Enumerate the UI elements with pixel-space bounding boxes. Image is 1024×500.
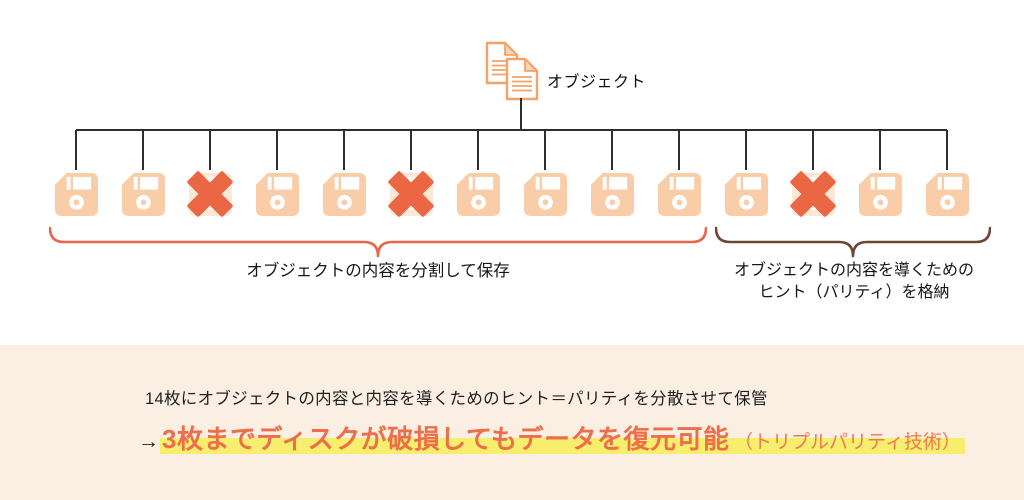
floppy-disk-icon: [657, 172, 702, 217]
left-group-brace: [49, 226, 707, 258]
red-x-icon: [187, 171, 233, 217]
floppy-disk-icon: [322, 172, 367, 217]
disk: [255, 172, 300, 217]
left-group-label: オブジェクトの内容を分割して保存: [246, 262, 510, 280]
highlight-note-text: （トリプルパリティ技術）: [734, 432, 961, 453]
disk: [724, 172, 769, 217]
arrow-icon: →: [138, 430, 159, 453]
floppy-disk-icon: [121, 172, 166, 217]
disk: [858, 172, 903, 217]
right-group-brace: [715, 226, 991, 258]
summary-panel: 14枚にオブジェクトの内容と内容を導くためのヒント＝パリティを分散させて保管 →…: [0, 345, 1024, 500]
broken-disk: [790, 171, 836, 217]
broken-disk: [187, 171, 233, 217]
disk: [657, 172, 702, 217]
floppy-disk-icon: [54, 172, 99, 217]
right-group-label-line2: ヒント（パリティ）を格納: [758, 284, 950, 301]
summary-line2: → 3枚までディスクが破損してもデータを復元可能 （トリプルパリティ技術）: [138, 419, 965, 456]
disk: [54, 172, 99, 217]
red-x-icon: [388, 171, 434, 217]
object-documents-icon: [484, 40, 542, 102]
floppy-disk-icon: [456, 172, 501, 217]
disk: [322, 172, 367, 217]
highlighted-statement: 3枚までディスクが破損してもデータを復元可能 （トリプルパリティ技術）: [160, 419, 965, 456]
highlight-main-text: 3枚までディスクが破損してもデータを復元可能: [162, 424, 730, 454]
disk: [925, 172, 970, 217]
broken-disk: [388, 171, 434, 217]
highlight-bar: [160, 438, 965, 454]
floppy-disk-icon: [858, 172, 903, 217]
red-x-icon: [790, 171, 836, 217]
disk: [590, 172, 635, 217]
floppy-disk-icon: [925, 172, 970, 217]
documents-icon: [485, 41, 539, 101]
disk: [121, 172, 166, 217]
floppy-disk-icon: [590, 172, 635, 217]
right-group-label: オブジェクトの内容を導くための ヒント（パリティ）を格納: [713, 260, 995, 304]
floppy-disk-icon: [724, 172, 769, 217]
right-group-label-line1: オブジェクトの内容を導くための: [733, 262, 974, 279]
floppy-disk-icon: [255, 172, 300, 217]
disk: [523, 172, 568, 217]
floppy-disk-icon: [523, 172, 568, 217]
summary-line1: 14枚にオブジェクトの内容と内容を導くためのヒント＝パリティを分散させて保管: [145, 390, 768, 408]
disk: [456, 172, 501, 217]
object-label: オブジェクト: [547, 74, 647, 91]
